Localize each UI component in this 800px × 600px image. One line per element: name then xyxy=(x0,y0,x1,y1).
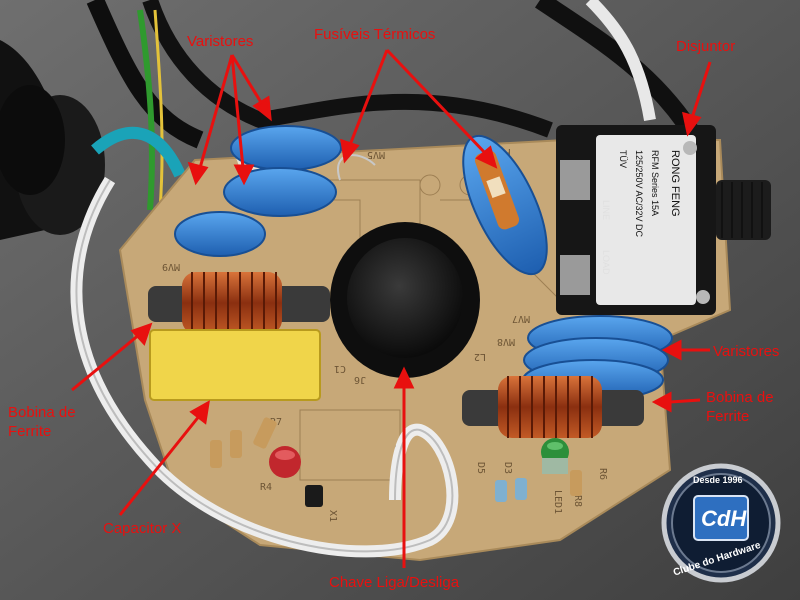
svg-text:LED1: LED1 xyxy=(552,490,563,514)
white-wires xyxy=(70,176,459,558)
svg-text:L2: L2 xyxy=(474,351,486,362)
breaker-line: LINE xyxy=(601,200,611,220)
circuit-breaker: RONG FENG RFM Series 15A 125/250V AC/32V… xyxy=(556,125,771,315)
breaker-brand: RONG FENG xyxy=(669,150,681,217)
badge-since: Desde 1996 xyxy=(693,475,743,485)
annotation-arrows xyxy=(71,48,712,568)
power-switch xyxy=(330,222,480,378)
label-bobina-right-2: Ferrite xyxy=(706,408,750,425)
label-capacitor-x: Capacitor X xyxy=(103,520,182,537)
breaker-rating: RFM Series 15A xyxy=(650,150,660,216)
svg-text:R4: R4 xyxy=(260,482,272,493)
ferrite-coil-right xyxy=(462,376,644,438)
breaker-load: LOAD xyxy=(601,250,611,275)
svg-text:R8: R8 xyxy=(572,495,583,507)
badge-logo: CdH xyxy=(701,506,747,531)
svg-text:C1: C1 xyxy=(334,363,346,374)
svg-text:D5: D5 xyxy=(475,462,486,474)
power-cable xyxy=(0,0,698,240)
label-bobina-left-2: Ferrite xyxy=(8,423,52,440)
label-fusiveis-termicos: Fusíveis Térmicos xyxy=(314,26,436,43)
svg-text:MV7: MV7 xyxy=(512,313,530,324)
label-disjuntor: Disjuntor xyxy=(676,38,736,55)
svg-text:MV9: MV9 xyxy=(162,261,180,272)
varistor-fuse xyxy=(462,134,548,276)
varistors-left xyxy=(174,125,342,257)
label-varistores-top: Varistores xyxy=(187,33,254,50)
svg-text:R6: R6 xyxy=(597,468,608,480)
small-components xyxy=(210,417,582,507)
label-varistores-right: Varistores xyxy=(713,343,780,360)
label-bobina-right-1: Bobina de xyxy=(706,389,774,406)
x-capacitor xyxy=(149,329,321,401)
svg-text:X1: X1 xyxy=(327,510,338,522)
label-bobina-left-1: Bobina de xyxy=(8,404,76,421)
clube-do-hardware-badge: CdH Desde 1996 Clube do Hardware xyxy=(661,463,781,583)
breaker-voltage: 125/250V AC/32V DC xyxy=(634,150,644,238)
breaker-tuv: TÜV xyxy=(618,150,628,168)
svg-text:D3: D3 xyxy=(502,462,513,474)
svg-text:MV5: MV5 xyxy=(367,149,385,160)
svg-text:MV8: MV8 xyxy=(497,336,515,347)
label-chave-liga-desliga: Chave Liga/Desliga xyxy=(329,574,460,591)
svg-text:J6: J6 xyxy=(354,374,366,385)
ferrite-coil-left xyxy=(148,272,330,334)
